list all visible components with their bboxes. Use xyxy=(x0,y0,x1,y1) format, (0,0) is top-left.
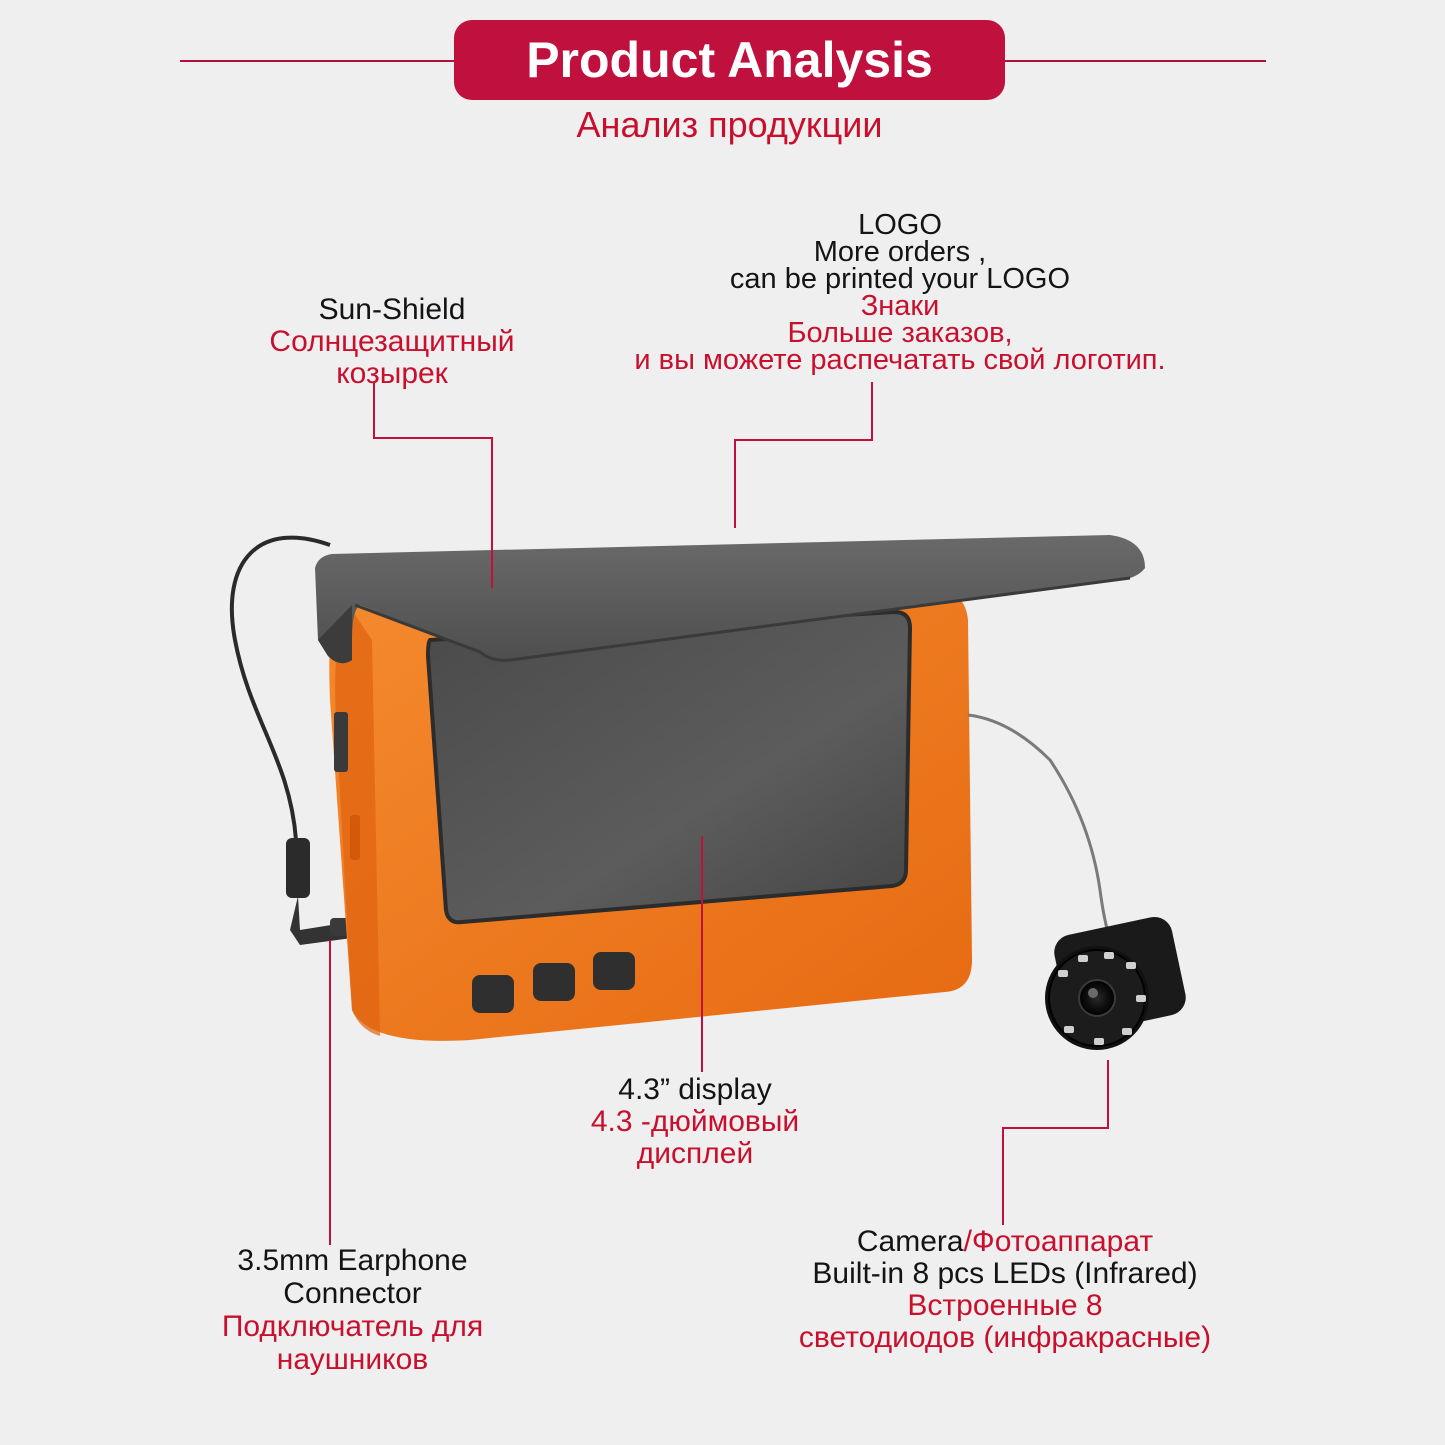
page-subtitle: Анализ продукции xyxy=(576,104,883,145)
earphone-ru-line1: Подключатель для xyxy=(221,1310,484,1343)
sun-shield-ru-line2: козырек xyxy=(336,357,448,390)
logo-ru-line1: Знаки xyxy=(860,290,940,322)
camera-head xyxy=(1045,916,1186,1050)
title-rule-left xyxy=(180,60,456,62)
front-button-3 xyxy=(593,952,635,990)
logo-label: LOGO xyxy=(858,209,942,241)
leader-logo xyxy=(734,382,873,528)
sun-shield-ru-line1: Солнцезащитный xyxy=(269,325,515,358)
camera-en-line2: Built-in 8 pcs LEDs (Infrared) xyxy=(812,1257,1198,1290)
front-button-2 xyxy=(533,963,575,1001)
display-ru-line2: дисплей xyxy=(636,1137,754,1170)
display-label: 4.3” display xyxy=(618,1073,772,1106)
callout-display: 4.3” display 4.3 -дюймовый дисплей xyxy=(540,1074,850,1170)
front-button-1 xyxy=(472,975,514,1013)
callout-sun-shield: Sun-Shield Солнцезащитный козырек xyxy=(232,294,552,390)
camera-ru-label: Фотоаппарат xyxy=(971,1225,1154,1258)
page-title: Product Analysis xyxy=(454,20,1005,100)
camera-label: Camera xyxy=(856,1225,964,1258)
camera-cable xyxy=(967,713,1112,941)
camera-heading: Camera/Фотоаппарат xyxy=(740,1226,1270,1258)
logo-ru-line2: Больше заказов, xyxy=(787,317,1013,349)
camera-separator: / xyxy=(963,1225,972,1258)
callout-logo: LOGO More orders , can be printed your L… xyxy=(560,209,1240,376)
logo-en-line3: can be printed your LOGO xyxy=(729,263,1071,295)
side-switch xyxy=(334,712,348,772)
logo-en-line2: More orders , xyxy=(813,236,987,268)
sun-shield-label: Sun-Shield xyxy=(318,293,466,326)
title-rule-right xyxy=(1004,60,1266,62)
earphone-plug xyxy=(286,838,310,898)
earphone-cable xyxy=(229,535,331,841)
callout-camera: Camera/Фотоаппарат Built-in 8 pcs LEDs (… xyxy=(740,1226,1270,1354)
display-ru-line1: 4.3 -дюймовый xyxy=(590,1105,800,1138)
callout-earphone: 3.5mm Earphone Connector Подключатель дл… xyxy=(180,1244,525,1376)
leader-camera xyxy=(1002,1060,1109,1225)
screen xyxy=(428,612,910,923)
sun-shield xyxy=(315,535,1145,664)
camera-ru-line2: Встроенные 8 xyxy=(907,1289,1103,1322)
logo-ru-line3: и вы можете распечатать свой логотип. xyxy=(634,344,1166,376)
leader-sun-shield xyxy=(373,382,493,588)
camera-ru-line3: светодиодов (инфракрасные) xyxy=(798,1321,1212,1354)
earphone-ru-line2: наушников xyxy=(276,1343,429,1376)
earphone-en-line2: Connector xyxy=(283,1277,422,1310)
earphone-label: 3.5mm Earphone xyxy=(237,1244,468,1277)
